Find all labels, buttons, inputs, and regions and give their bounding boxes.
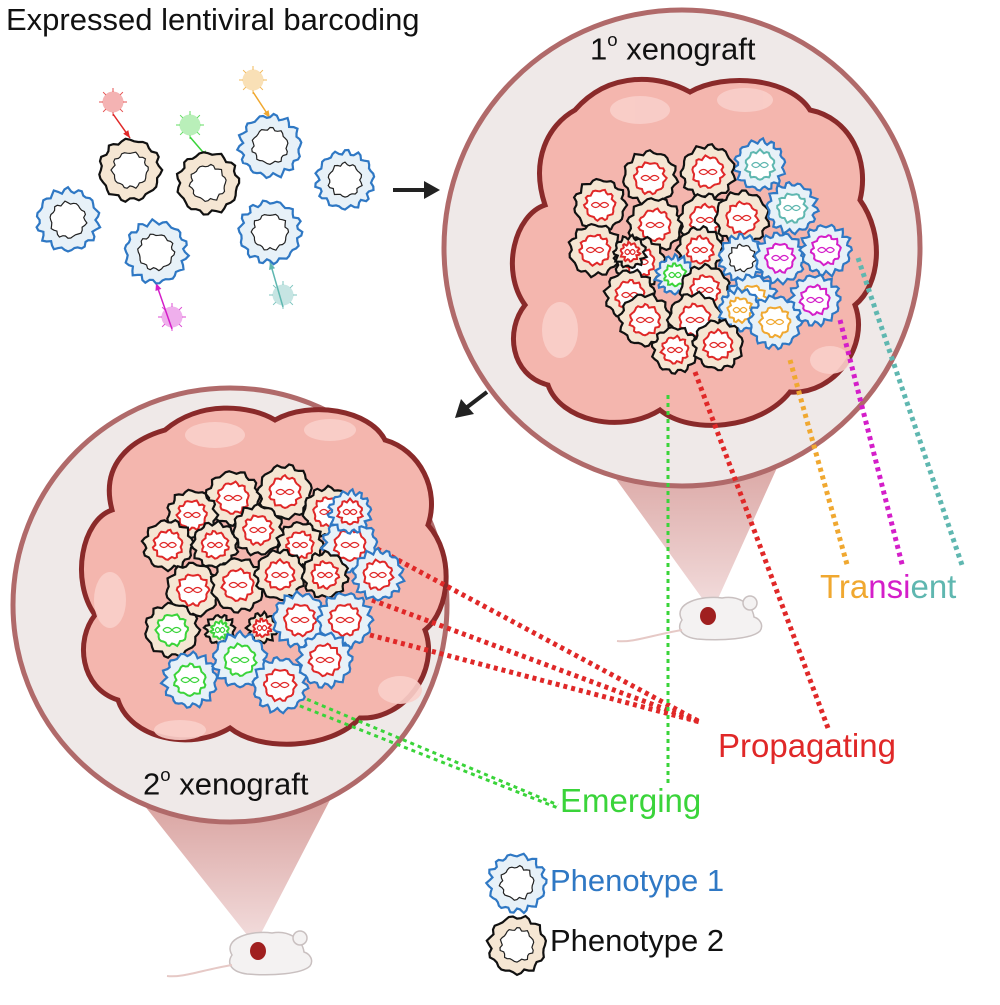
virus-green: [176, 111, 209, 159]
tumor-cell: [611, 233, 649, 270]
phenotype-1-cell: [35, 185, 102, 253]
tumor-cell: [326, 487, 373, 535]
tumor-highlights: [94, 88, 850, 740]
tumor-cell: [140, 518, 195, 573]
tumor-cell: [244, 609, 279, 645]
secondary-label-text: xenograft: [170, 766, 309, 802]
phenotype-1-cell: [314, 148, 376, 211]
phenotype-1-cell: [235, 112, 303, 180]
emerging-tracing-lines: [284, 395, 670, 810]
tumor-cell: [753, 231, 808, 286]
tumor-cell: [797, 223, 854, 279]
tumor-cell: [231, 502, 286, 557]
arrow-to-primary: [393, 181, 440, 199]
propagating-tracing-lines: [368, 371, 831, 729]
tumor-cell: [300, 549, 350, 599]
tumor-cell: [189, 519, 240, 570]
phenotype-1-cell: [123, 217, 191, 285]
phenotype-1-cell: [237, 199, 304, 266]
virus-orange: [239, 66, 271, 119]
emerging-label: Emerging: [560, 782, 702, 819]
tumor-cell: [144, 601, 202, 659]
cell-population: [35, 66, 854, 977]
transient-tracing-lines: [787, 257, 966, 569]
tumor-cell: [650, 326, 700, 375]
arrow-to-secondary: [455, 390, 489, 418]
transient-label: Transient: [820, 570, 956, 603]
tumor-cell: [252, 548, 306, 602]
tumor-cell: [159, 650, 219, 709]
tumor-cell: [713, 189, 771, 246]
legend-phenotype-2-cell: [485, 914, 548, 977]
tumor-cell: [732, 136, 787, 192]
tumor-cell: [691, 318, 744, 372]
tumor-cell: [251, 656, 310, 715]
tumor-cell: [294, 631, 354, 690]
virus-magenta: [155, 282, 186, 331]
projection-cone-secondary: [140, 800, 330, 945]
tumor-cell: [747, 294, 805, 351]
tumor-cell: [165, 561, 222, 619]
tumor-cell: [209, 557, 267, 614]
legend-phenotype-1-label: Phenotype 1: [550, 863, 725, 898]
mouse-secondary: [166, 930, 313, 978]
phenotype-2-cell: [175, 151, 241, 216]
tumor-cell: [765, 180, 821, 236]
transient-part-1: Tra: [820, 568, 869, 605]
virus-red: [99, 88, 131, 139]
phenotype-2-cell: [98, 137, 164, 203]
primary-label-text: xenograft: [617, 31, 756, 67]
tumor-cell: [351, 546, 406, 602]
primary-xenograft-label: 1o xenograft: [590, 30, 756, 67]
tumor-cell: [567, 222, 624, 279]
primary-label-number: 1: [590, 31, 608, 67]
transient-part-3: ent: [910, 568, 957, 605]
primary-label-degree: o: [607, 29, 618, 50]
secondary-label-number: 2: [143, 766, 161, 802]
secondary-xenograft-label: 2o xenograft: [143, 765, 309, 802]
mouse-primary: [616, 595, 763, 643]
legend-phenotype-1-cell: [484, 852, 548, 915]
tumor-cell: [622, 148, 680, 207]
tumor-cell: [255, 463, 313, 521]
transient-part-2: nsi: [868, 568, 911, 605]
diagram-title: Expressed lentiviral barcoding: [6, 2, 420, 37]
tumor-cell: [210, 629, 270, 689]
virus-teal: [269, 261, 297, 309]
projection-cone-primary: [595, 450, 785, 612]
tumor-cell: [572, 177, 629, 234]
secondary-label-degree: o: [160, 764, 171, 785]
propagating-label: Propagating: [718, 727, 896, 764]
tumor-cell: [271, 589, 331, 649]
legend-phenotype-2-label: Phenotype 2: [550, 923, 725, 958]
tumor-cell: [679, 142, 737, 200]
